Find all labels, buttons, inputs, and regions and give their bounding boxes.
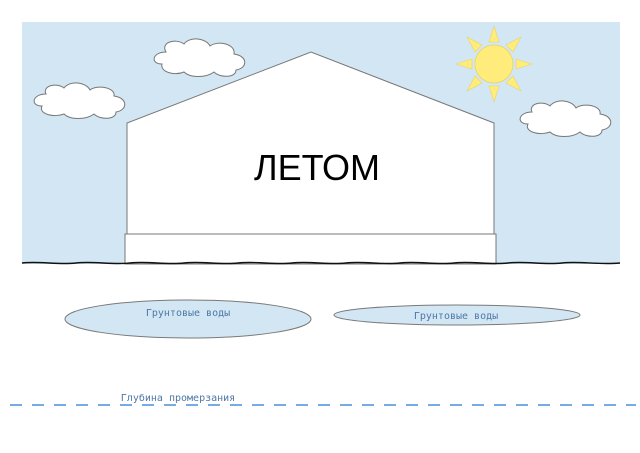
ground-line (21, 261, 621, 265)
cloud-icon (519, 100, 612, 137)
house-label: ЛЕТОМ (254, 147, 380, 188)
cloud-icon (153, 38, 246, 77)
house: ЛЕТОМ (124, 51, 497, 265)
sun-icon (454, 24, 534, 104)
groundwater-right-label: Грунтовые воды (414, 311, 498, 322)
house-body (126, 51, 495, 235)
cloud-icon (33, 82, 126, 119)
groundwater-right (333, 304, 581, 326)
groundwater-left-label: Грунтовые воды (146, 308, 230, 319)
house-foundation (124, 233, 497, 265)
frost-line-label: Глубина промерзания (121, 392, 235, 404)
groundwater-left (64, 299, 312, 339)
